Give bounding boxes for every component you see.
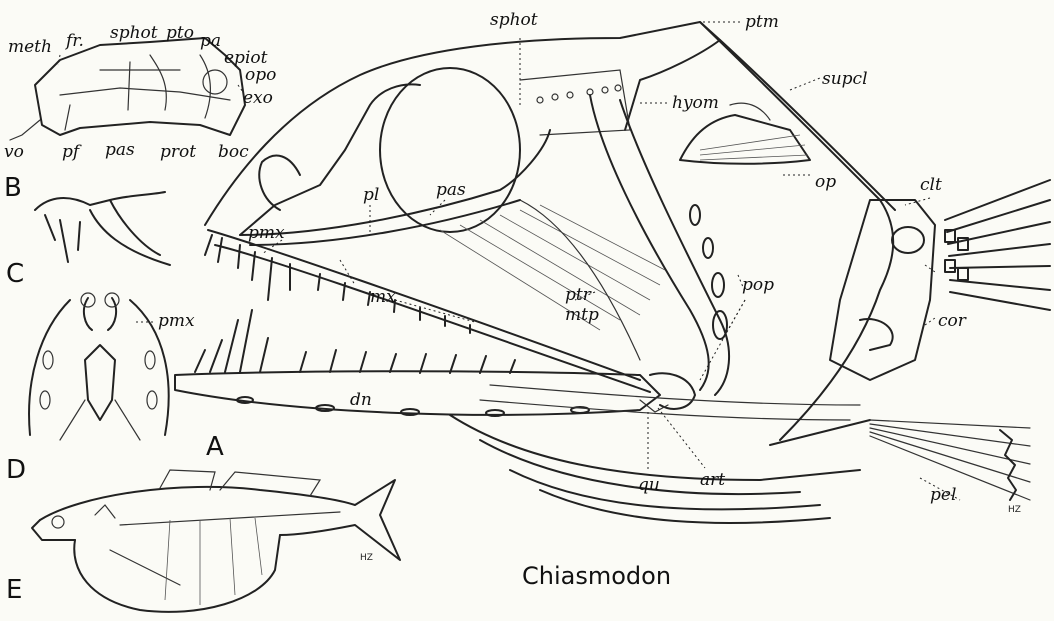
label-art: art bbox=[700, 470, 725, 490]
label-pl: pl bbox=[363, 185, 379, 205]
label-exo: exo bbox=[243, 88, 273, 108]
label-sphot: sphot bbox=[490, 10, 538, 30]
panel-a-skull bbox=[175, 22, 1050, 523]
panel-d-jaws bbox=[29, 293, 169, 440]
label-pas-b: pas bbox=[105, 140, 135, 160]
label-ptr: ptr bbox=[565, 285, 592, 305]
label-vo: vo bbox=[4, 142, 24, 162]
label-pel: pel bbox=[930, 485, 956, 505]
panel-letter-b: B bbox=[4, 173, 22, 203]
panel-letter-c: C bbox=[6, 259, 24, 289]
label-supcl: supcl bbox=[822, 69, 868, 89]
label-mx: mx bbox=[370, 287, 396, 307]
label-pas: pas bbox=[436, 180, 466, 200]
label-ptm: ptm bbox=[745, 12, 779, 32]
label-clt: clt bbox=[920, 175, 942, 195]
label-prot: prot bbox=[160, 142, 196, 162]
artist-signature-e: HZ bbox=[360, 553, 373, 563]
label-op: op bbox=[815, 172, 836, 192]
label-pmx-a: pmx bbox=[248, 223, 285, 243]
label-cor: cor bbox=[938, 311, 967, 331]
label-qu: qu bbox=[638, 475, 660, 495]
label-boc: boc bbox=[218, 142, 249, 162]
panel-e-whole-fish bbox=[32, 470, 400, 612]
label-pmx-d: pmx bbox=[158, 311, 195, 331]
label-pop: pop bbox=[742, 275, 774, 295]
panel-letter-a: A bbox=[206, 432, 224, 462]
label-pf: pf bbox=[62, 142, 82, 162]
label-dn: dn bbox=[350, 390, 372, 410]
labels: meth fr. sphot pto pa epiot opo exo vo p… bbox=[4, 10, 1021, 605]
label-mtp: mtp bbox=[565, 305, 599, 325]
artist-signature-a: HZ bbox=[1008, 505, 1021, 515]
label-pa: pa bbox=[200, 31, 221, 51]
label-fr: fr. bbox=[64, 31, 84, 51]
panel-letter-d: D bbox=[6, 455, 26, 485]
label-opo: opo bbox=[245, 65, 276, 85]
label-meth: meth bbox=[8, 37, 52, 57]
figure-title: Chiasmodon bbox=[522, 562, 671, 590]
label-pto: pto bbox=[166, 23, 194, 43]
label-hyom: hyom bbox=[672, 93, 719, 113]
label-sphot-b: sphot bbox=[110, 23, 158, 43]
panel-c-premaxilla bbox=[35, 192, 170, 265]
panel-letter-e: E bbox=[6, 575, 22, 605]
